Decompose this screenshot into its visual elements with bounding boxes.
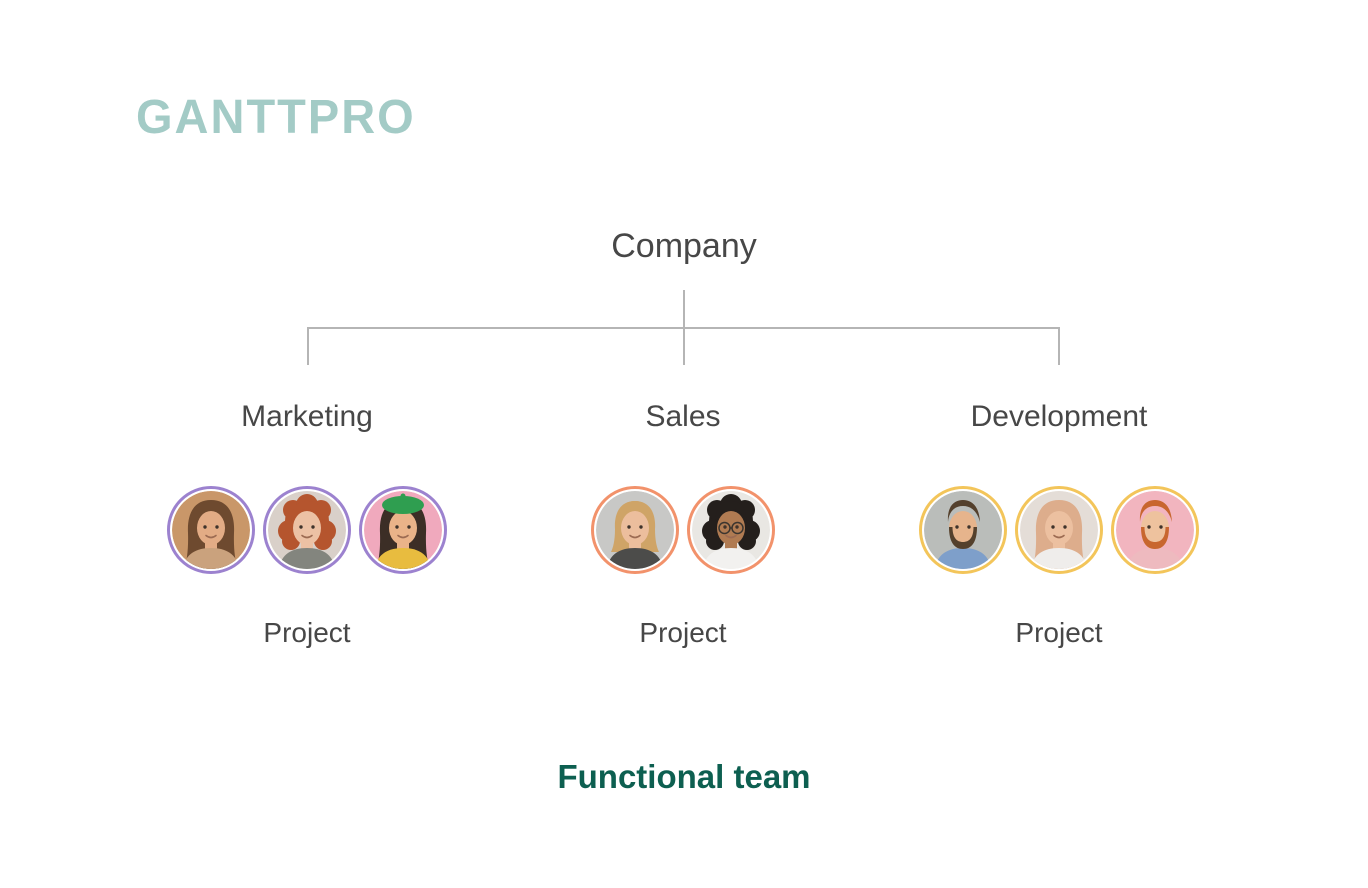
avatar-row-sales bbox=[533, 486, 833, 574]
connector-drop-development bbox=[1058, 327, 1060, 365]
project-label-sales: Project bbox=[639, 617, 727, 648]
team-label-marketing: Marketing bbox=[241, 400, 373, 433]
team-column-marketing: Marketing Project bbox=[157, 396, 457, 653]
avatar-woman-long-brown-hair bbox=[167, 486, 255, 574]
team-label-sales: Sales bbox=[645, 400, 721, 433]
avatar-woman-afro-glasses bbox=[687, 486, 775, 574]
avatar-row-marketing bbox=[157, 486, 457, 574]
ganttpro-logo: GANTTPRO bbox=[136, 88, 416, 143]
project-label-development: Project bbox=[1015, 617, 1103, 648]
avatar-woman-blonde-pink-hair bbox=[1015, 486, 1103, 574]
team-column-development: Development Project bbox=[909, 396, 1209, 653]
project-label-marketing: Project bbox=[263, 617, 351, 648]
avatar-woman-blonde-bob bbox=[591, 486, 679, 574]
team-label-development: Development bbox=[970, 400, 1148, 433]
avatar-woman-green-beret bbox=[359, 486, 447, 574]
avatar-woman-curly-red-hair bbox=[263, 486, 351, 574]
avatar-man-red-hair bbox=[1111, 486, 1199, 574]
functional-team-caption: Functional team bbox=[557, 758, 811, 795]
connector-drop-marketing bbox=[307, 327, 309, 365]
avatar-man-beard-blue-shirt bbox=[919, 486, 1007, 574]
connector-horizontal-bar bbox=[307, 327, 1060, 329]
avatar-row-development bbox=[909, 486, 1209, 574]
team-column-sales: Sales Project bbox=[533, 396, 833, 653]
company-node-label: Company bbox=[611, 227, 757, 265]
